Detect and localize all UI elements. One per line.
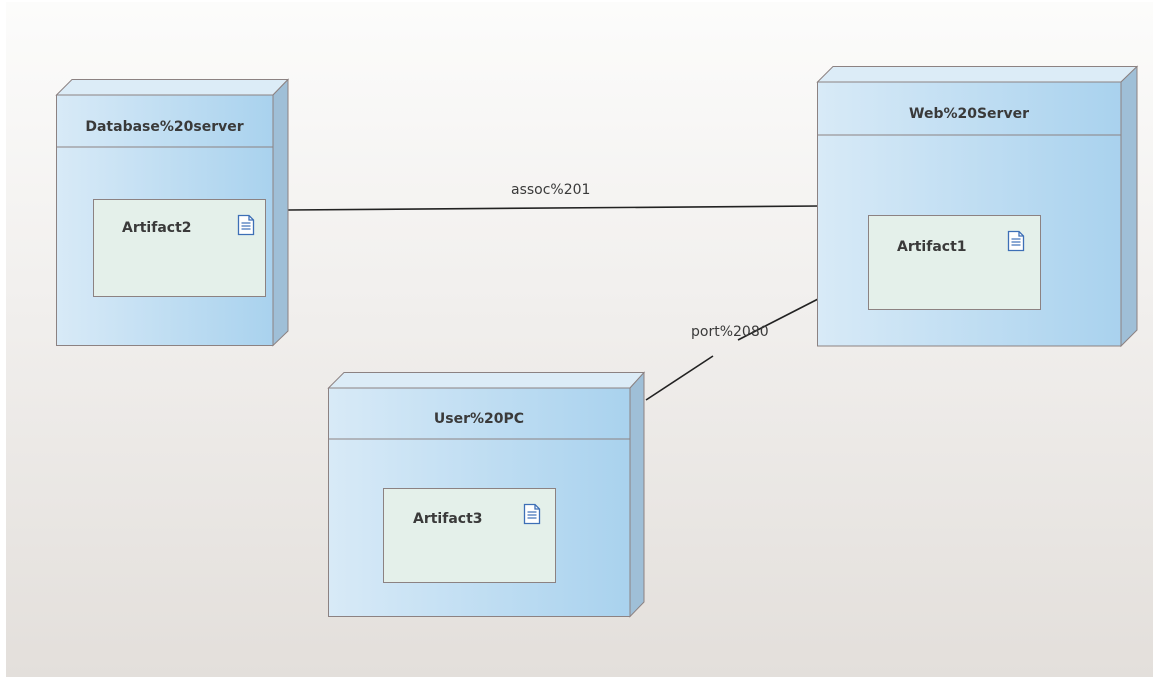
document-icon (237, 214, 255, 236)
artifact-3-label: Artifact3 (413, 511, 483, 527)
diagram-canvas: assoc%201 port%2080 Database%20server Ar… (6, 2, 1153, 677)
artifact-1-label: Artifact1 (897, 239, 967, 255)
node-user-pc-title: User%20PC (433, 411, 525, 427)
artifact-2-label: Artifact2 (122, 220, 192, 236)
assoc-connector-label: assoc%201 (511, 182, 591, 198)
node-web-server[interactable]: Web%20Server Artifact1 (816, 65, 1139, 348)
port-connector-lower[interactable] (645, 355, 714, 401)
port-connector-label: port%2080 (691, 324, 769, 340)
document-icon (1007, 230, 1025, 252)
node-user-pc[interactable]: User%20PC Artifact3 (327, 371, 648, 618)
node-web-server-title: Web%20Server (909, 106, 1029, 122)
node-database-server[interactable]: Database%20server Artifact2 (55, 78, 290, 347)
artifact-1[interactable]: Artifact1 (868, 215, 1041, 310)
node-database-server-title: Database%20server (85, 119, 244, 135)
assoc-connector[interactable] (287, 205, 821, 211)
artifact-3[interactable]: Artifact3 (383, 488, 556, 583)
artifact-2[interactable]: Artifact2 (93, 199, 266, 297)
document-icon (523, 503, 541, 525)
